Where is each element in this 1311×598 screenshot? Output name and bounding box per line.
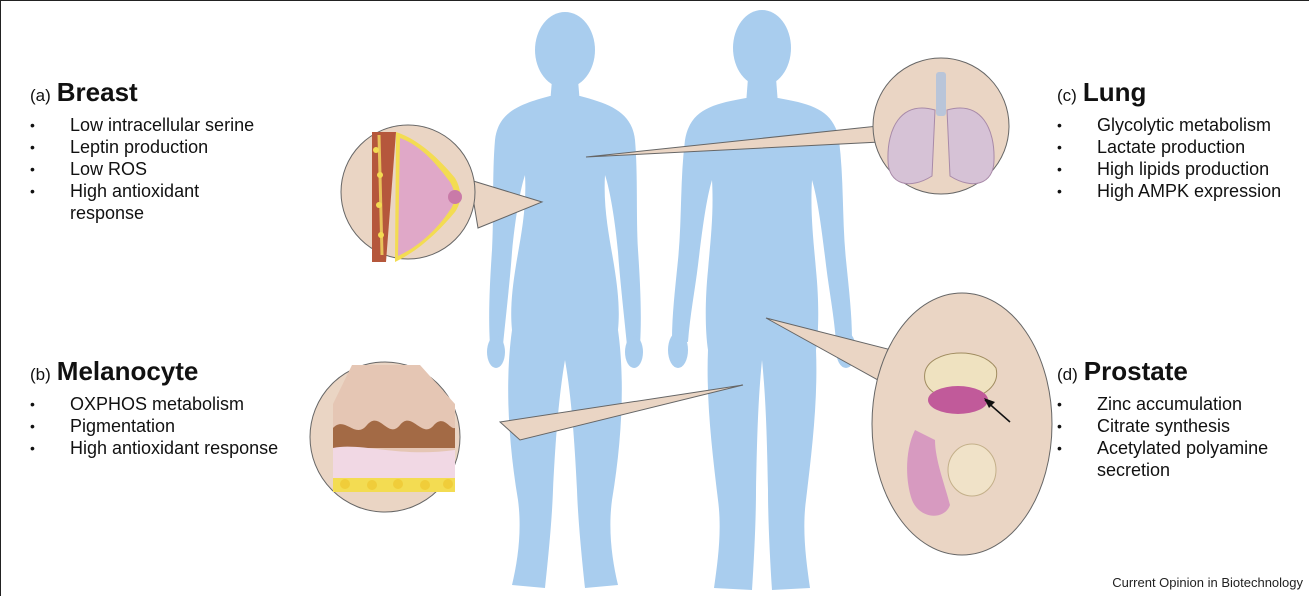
panel-title: Lung [1083,77,1147,108]
list-item: Pigmentation [30,415,300,437]
panel-melanocyte: (b) Melanocyte OXPHOS metabolism Pigment… [30,356,300,459]
skin-section-icon [310,362,460,512]
panel-letter: (d) [1057,365,1078,385]
panel-letter: (b) [30,365,51,385]
list-item: High antioxidant response [30,437,300,459]
list-item: Glycolytic metabolism [1057,114,1311,136]
list-item: Acetylated polyamine secretion [1057,437,1311,481]
list-item: Zinc accumulation [1057,393,1311,415]
panel-breast: (a) Breast Low intracellular serine Lept… [30,77,260,224]
lungs-icon [873,58,1009,194]
panel-title: Breast [57,77,138,108]
prostate-anatomy-icon [872,293,1052,555]
bullet-list: Zinc accumulation Citrate synthesis Acet… [1057,393,1311,481]
list-item: OXPHOS metabolism [30,393,300,415]
list-item: Low ROS [30,158,260,180]
female-silhouette [487,12,643,588]
bullet-list: Low intracellular serine Leptin producti… [30,114,260,224]
bullet-list: Glycolytic metabolism Lactate production… [1057,114,1311,202]
list-item: High AMPK expression [1057,180,1311,202]
list-item: High antioxidant response [30,180,260,224]
list-item: Lactate production [1057,136,1311,158]
panel-title: Prostate [1084,356,1188,387]
list-item: Citrate synthesis [1057,415,1311,437]
panel-prostate: (d) Prostate Zinc accumulation Citrate s… [1057,356,1311,481]
panel-title: Melanocyte [57,356,199,387]
panel-letter: (a) [30,86,51,106]
breast-tissue-icon [341,125,475,262]
bullet-list: OXPHOS metabolism Pigmentation High anti… [30,393,300,459]
list-item: Low intracellular serine [30,114,260,136]
journal-credit: Current Opinion in Biotechnology [1112,575,1303,590]
list-item: High lipids production [1057,158,1311,180]
list-item: Leptin production [30,136,260,158]
male-silhouette [668,10,856,590]
panel-lung: (c) Lung Glycolytic metabolism Lactate p… [1057,77,1311,202]
panel-letter: (c) [1057,86,1077,106]
